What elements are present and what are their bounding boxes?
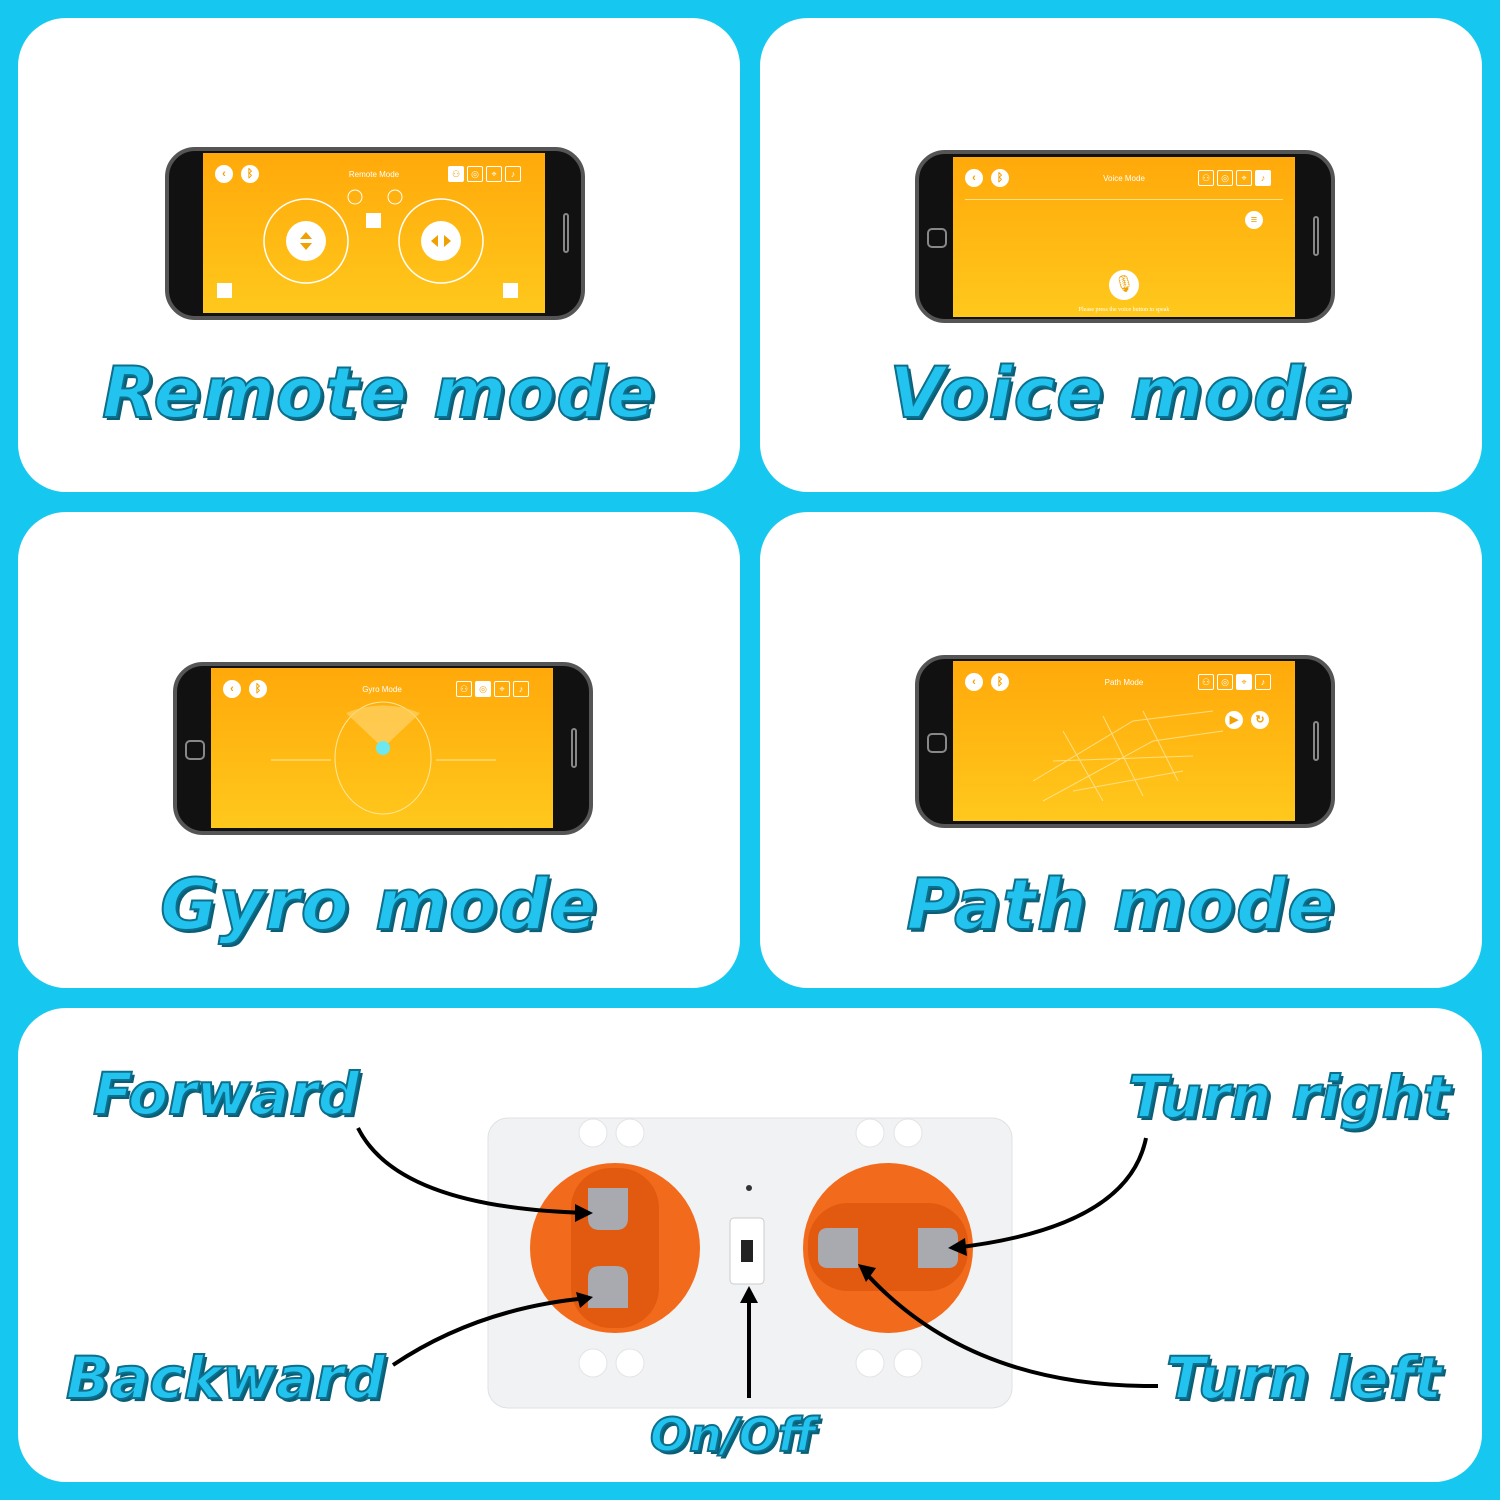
bluetooth-icon[interactable]: ᛒ [241,165,259,183]
mode-title: Remote mode [101,351,656,435]
turn-right-label: Turn right [1127,1062,1451,1132]
mode-title: Voice mode [888,351,1353,435]
gamepad-icon[interactable]: ⚇ [1198,170,1214,186]
back-icon[interactable]: ‹ [965,673,983,691]
play-icon[interactable]: ▶ [1225,711,1243,729]
path-icon[interactable]: ⌖ [1236,170,1252,186]
voice-mode-card: ‹ ᛒ Voice Mode ⚇◎⌖♪ ≡ 🎙 Please press the… [760,18,1482,492]
turn-left-button [818,1228,858,1268]
screen-title: Remote Mode [348,170,400,179]
microphone-icon[interactable]: ♪ [1255,674,1271,690]
path-icon[interactable]: ⌖ [1236,674,1252,690]
phone: ‹ ᛒ Gyro Mode ⚇◎⌖♪ [173,662,593,835]
turn-right-button [918,1228,958,1268]
gyro-dial[interactable] [211,668,553,828]
home-button [185,740,205,760]
home-button [927,228,947,248]
back-icon[interactable]: ‹ [965,169,983,187]
remote-mode-screen: ‹ ᛒ Remote Mode ⚇◎⌖♪ [203,153,545,313]
backward-button [588,1266,628,1308]
phone: ‹ ᛒ Voice Mode ⚇◎⌖♪ ≡ 🎙 Please press the… [915,150,1335,323]
path-map[interactable] [953,661,1295,821]
path-mode-screen: ‹ ᛒ Path Mode ⚇◎⌖♪ ▶ ↻ [953,661,1295,821]
bluetooth-icon[interactable]: ᛒ [991,673,1009,691]
gyro-mode-card: ‹ ᛒ Gyro Mode ⚇◎⌖♪ Gyro mode [18,512,740,988]
gamepad-icon[interactable]: ⚇ [1198,674,1214,690]
speaker [563,213,569,253]
back-icon[interactable]: ‹ [215,165,233,183]
phone: ‹ ᛒ Path Mode ⚇◎⌖♪ ▶ ↻ [915,655,1335,828]
reset-icon[interactable]: ↻ [1251,711,1269,729]
mode-title: Path mode [905,863,1336,947]
microphone-icon[interactable]: ♪ [513,681,529,697]
speaker [1313,721,1319,761]
controller-card: Forward Backward Turn right Turn left On… [18,1008,1482,1482]
gyro-icon[interactable]: ◎ [467,166,483,182]
gyro-icon[interactable]: ◎ [475,681,491,697]
screen-title: Gyro Mode [362,685,402,694]
remote-mode-card: ‹ ᛒ Remote Mode ⚇◎⌖♪ Remote mode [18,18,740,492]
forward-button [588,1188,628,1230]
gamepad-icon[interactable]: ⚇ [456,681,472,697]
path-icon[interactable]: ⌖ [494,681,510,697]
back-icon[interactable]: ‹ [223,680,241,698]
home-button [927,733,947,753]
backward-label: Backward [65,1343,386,1413]
voice-mode-screen: ‹ ᛒ Voice Mode ⚇◎⌖♪ ≡ 🎙 Please press the… [953,157,1295,317]
gyro-icon[interactable]: ◎ [1217,674,1233,690]
gamepad-icon[interactable]: ⚇ [448,166,464,182]
bluetooth-icon[interactable]: ᛒ [991,169,1009,187]
menu-icon[interactable]: ≡ [1245,211,1263,229]
speaker [1313,216,1319,256]
microphone-icon[interactable]: ♪ [1255,170,1271,186]
controller-illustration [356,1117,1159,1409]
phone: ‹ ᛒ Remote Mode ⚇◎⌖♪ [165,147,585,320]
turn-left-label: Turn left [1165,1343,1443,1413]
mode-title: Gyro mode [159,863,598,947]
gyro-mode-screen: ‹ ᛒ Gyro Mode ⚇◎⌖♪ [211,668,553,828]
microphone-button[interactable]: 🎙 [1109,270,1139,300]
forward-label: Forward [92,1059,360,1129]
microphone-icon[interactable]: ♪ [505,166,521,182]
gyro-icon[interactable]: ◎ [1217,170,1233,186]
voice-hint: Please press the voice button to speak [1078,307,1170,313]
speaker [571,728,577,768]
joysticks[interactable] [203,153,545,313]
power-label: On/Off [649,1407,817,1463]
screen-title: Voice Mode [1103,174,1145,183]
path-icon[interactable]: ⌖ [486,166,502,182]
path-mode-card: ‹ ᛒ Path Mode ⚇◎⌖♪ ▶ ↻ Path mode [760,512,1482,988]
bluetooth-icon[interactable]: ᛒ [249,680,267,698]
screen-title: Path Mode [1104,678,1144,687]
